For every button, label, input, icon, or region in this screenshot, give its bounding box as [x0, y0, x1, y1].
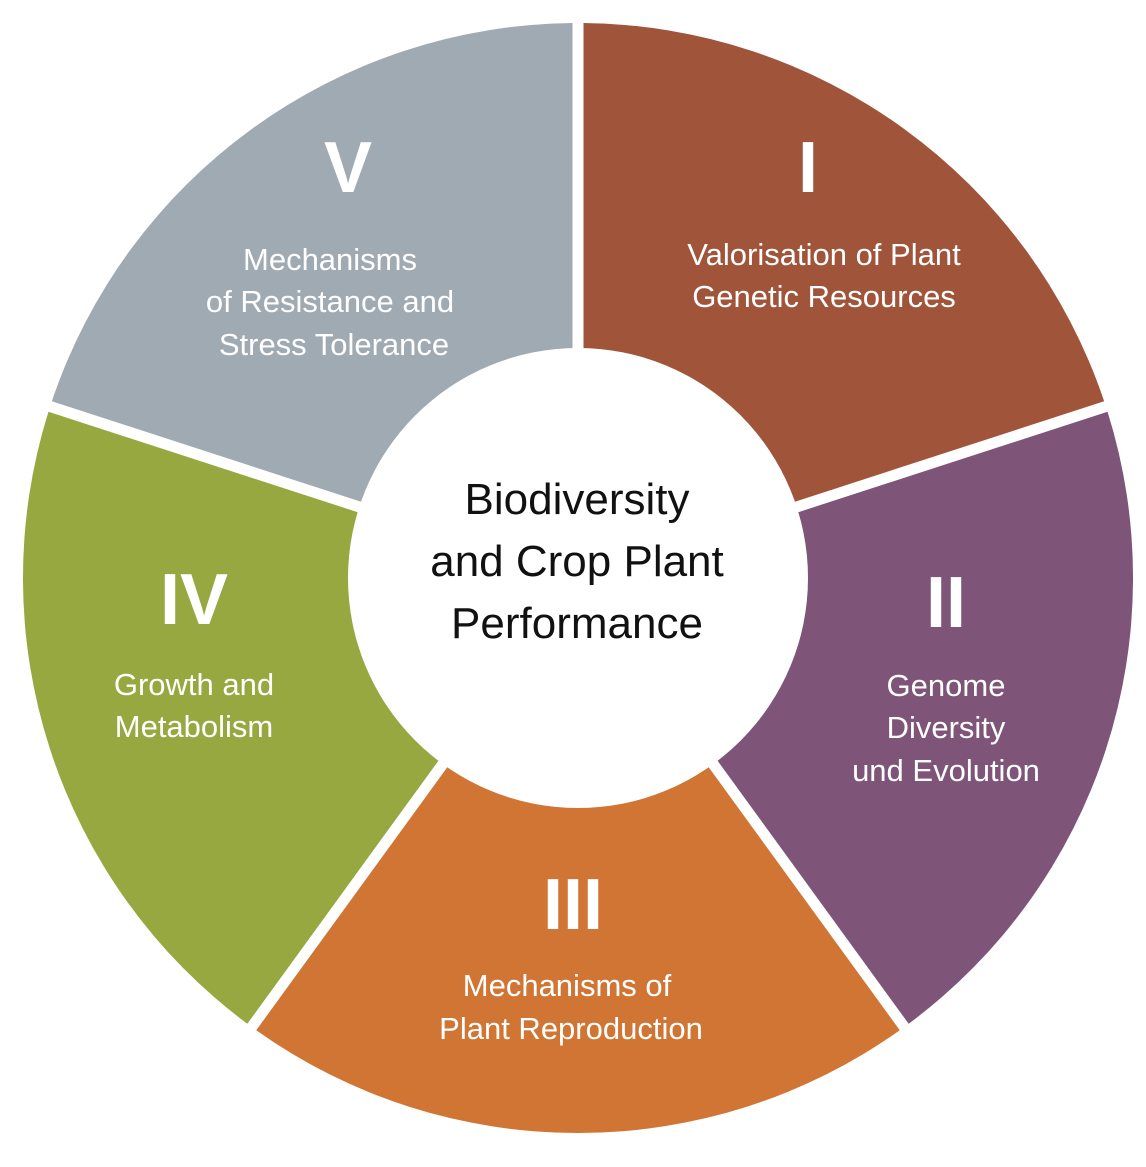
segment-IV-wedge — [22, 411, 442, 1024]
segment-II-label-line-3: und Evolution — [852, 753, 1040, 788]
segment-II-label-line-2: Diversity — [887, 710, 1006, 745]
center-title-line-1: Biodiversity — [465, 475, 690, 524]
segment-IV-numeral: IV — [160, 560, 228, 640]
center-title-line-2: and Crop Plant — [430, 537, 724, 586]
segment-III: III Mechanisms of Plant Reproduction — [256, 763, 900, 1134]
segment-V: V Mechanisms of Resistance and Stress To… — [51, 23, 573, 504]
center-circle — [348, 348, 808, 808]
segment-IV-label-line-2: Metabolism — [115, 709, 274, 744]
segment-I-label-line-2: Genetic Resources — [692, 279, 956, 314]
segment-I-label-line-1: Valorisation of Plant — [687, 237, 961, 272]
center-hub: Biodiversity and Crop Plant Performance — [348, 348, 808, 808]
segment-V-label-line-2: of Resistance and — [206, 284, 454, 319]
segment-IV: IV Growth and Metabolism — [22, 411, 442, 1024]
segment-III-label-line-1: Mechanisms of — [463, 968, 672, 1003]
segment-I-wedge — [583, 23, 1105, 504]
segment-I-numeral: I — [798, 128, 818, 208]
segment-IV-label-line-1: Growth and — [114, 667, 274, 702]
center-title-line-3: Performance — [451, 599, 703, 648]
segment-III-numeral: III — [543, 865, 603, 945]
segment-II-numeral: II — [926, 563, 966, 643]
segment-II-wedge — [714, 411, 1134, 1024]
segment-III-label-line-2: Plant Reproduction — [439, 1011, 703, 1046]
segment-V-label-line-3: Stress Tolerance — [219, 327, 449, 362]
segment-II-label-line-1: Genome — [887, 668, 1006, 703]
segment-V-numeral: V — [324, 128, 372, 208]
segment-V-wedge — [51, 23, 573, 504]
segment-III-wedge — [256, 763, 900, 1134]
segment-I: I Valorisation of Plant Genetic Resource… — [583, 23, 1105, 504]
segment-V-label-line-1: Mechanisms — [243, 242, 417, 277]
segment-II: II Genome Diversity und Evolution — [714, 411, 1134, 1024]
